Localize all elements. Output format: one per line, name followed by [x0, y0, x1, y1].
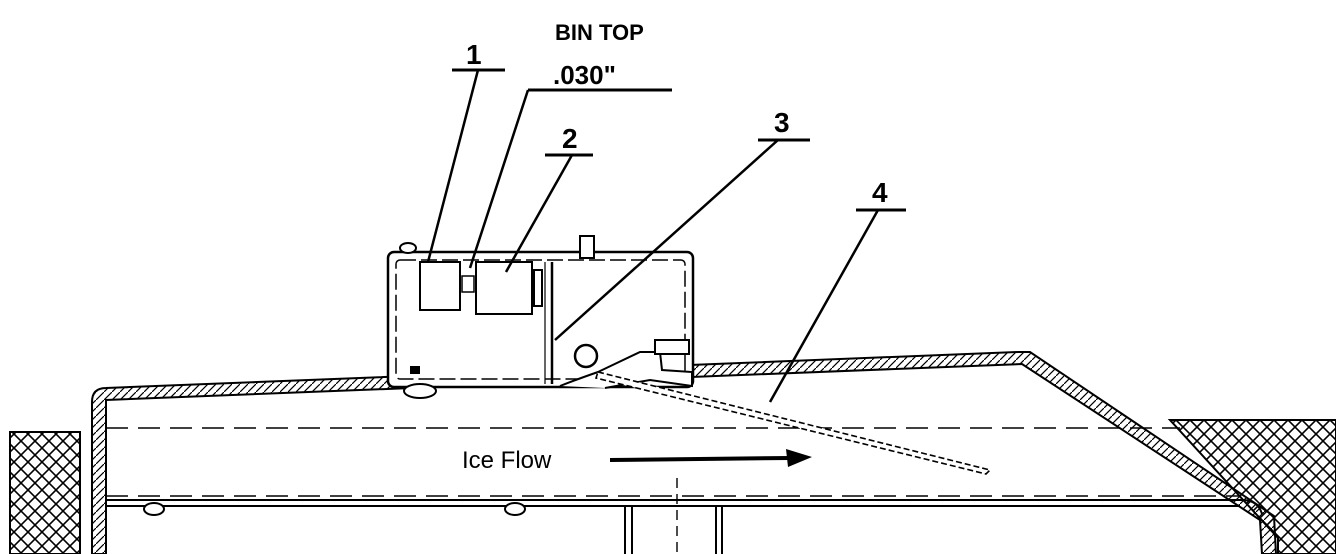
housing-foot	[403, 383, 437, 399]
callout-2-leader	[504, 154, 574, 273]
gap-leader	[468, 89, 530, 269]
deflector-plate	[594, 371, 992, 475]
callout-1-leader	[426, 69, 480, 263]
switch-spring	[533, 269, 543, 307]
housing-tab	[410, 366, 420, 374]
callout-4-leader	[768, 209, 880, 403]
switch-stud	[579, 235, 595, 259]
callout-2: 2	[562, 123, 578, 154]
ice-flow-arrow-shaft	[609, 456, 791, 462]
switch-body-2	[475, 261, 533, 315]
callout-3: 3	[774, 107, 790, 138]
right-insulation	[1167, 419, 1336, 554]
ice-flow-arrow-head	[786, 449, 812, 467]
callout-1: 1	[466, 39, 482, 70]
bracket-nut	[654, 339, 690, 355]
callout-3-leader	[554, 139, 779, 341]
switch-body-1	[419, 261, 461, 311]
housing-screw-top	[399, 242, 417, 254]
switch-gap	[461, 275, 475, 293]
bottom-rivet-right	[504, 502, 526, 516]
callout-4: 4	[872, 177, 888, 208]
left-insulation	[9, 431, 81, 554]
chute-top-wall	[91, 351, 1278, 554]
actuator-bracket	[559, 351, 693, 389]
vertical-post	[624, 506, 723, 554]
chute-bottom-wall	[106, 499, 1263, 515]
gap-label: .030"	[553, 60, 616, 90]
pivot-roller	[573, 343, 599, 369]
ice-flow-label: Ice Flow	[462, 447, 552, 474]
bin-top-label: BIN TOP	[555, 20, 644, 45]
bottom-rivet-left	[143, 502, 165, 516]
switch-housing-inner	[395, 259, 686, 380]
